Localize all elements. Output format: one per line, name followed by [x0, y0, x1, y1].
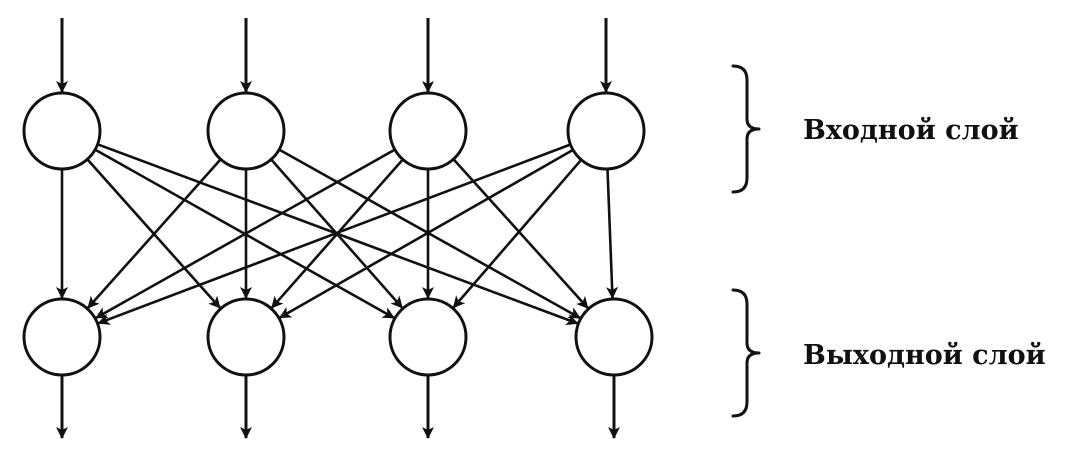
input-node-3	[388, 91, 468, 171]
connection-4-to-2	[278, 148, 574, 319]
nodes	[22, 91, 654, 377]
layer-brackets	[731, 64, 761, 418]
output-node-4	[574, 297, 654, 377]
connection-2-to-4	[278, 148, 581, 320]
connection-4-to-3	[452, 158, 583, 309]
connection-3-to-1	[95, 148, 396, 320]
connection-4-to-4	[606, 168, 619, 299]
connection-2-to-1	[87, 158, 222, 309]
output-layer-label: Выходной слой	[803, 340, 1046, 371]
output-node-1	[22, 297, 102, 377]
input-layer-bracket	[731, 64, 761, 194]
input-node-2	[206, 91, 286, 171]
io-arrows	[56, 18, 620, 439]
output-node-2	[206, 297, 286, 377]
input-layer-label: Входной слой	[803, 115, 1019, 146]
output-layer-bracket	[731, 288, 761, 418]
connection-4-to-1	[97, 143, 571, 325]
connection-3-to-4	[452, 158, 589, 309]
output-node-3	[388, 297, 468, 377]
connections	[56, 143, 619, 326]
input-node-4	[566, 91, 646, 171]
input-node-1	[22, 91, 102, 171]
